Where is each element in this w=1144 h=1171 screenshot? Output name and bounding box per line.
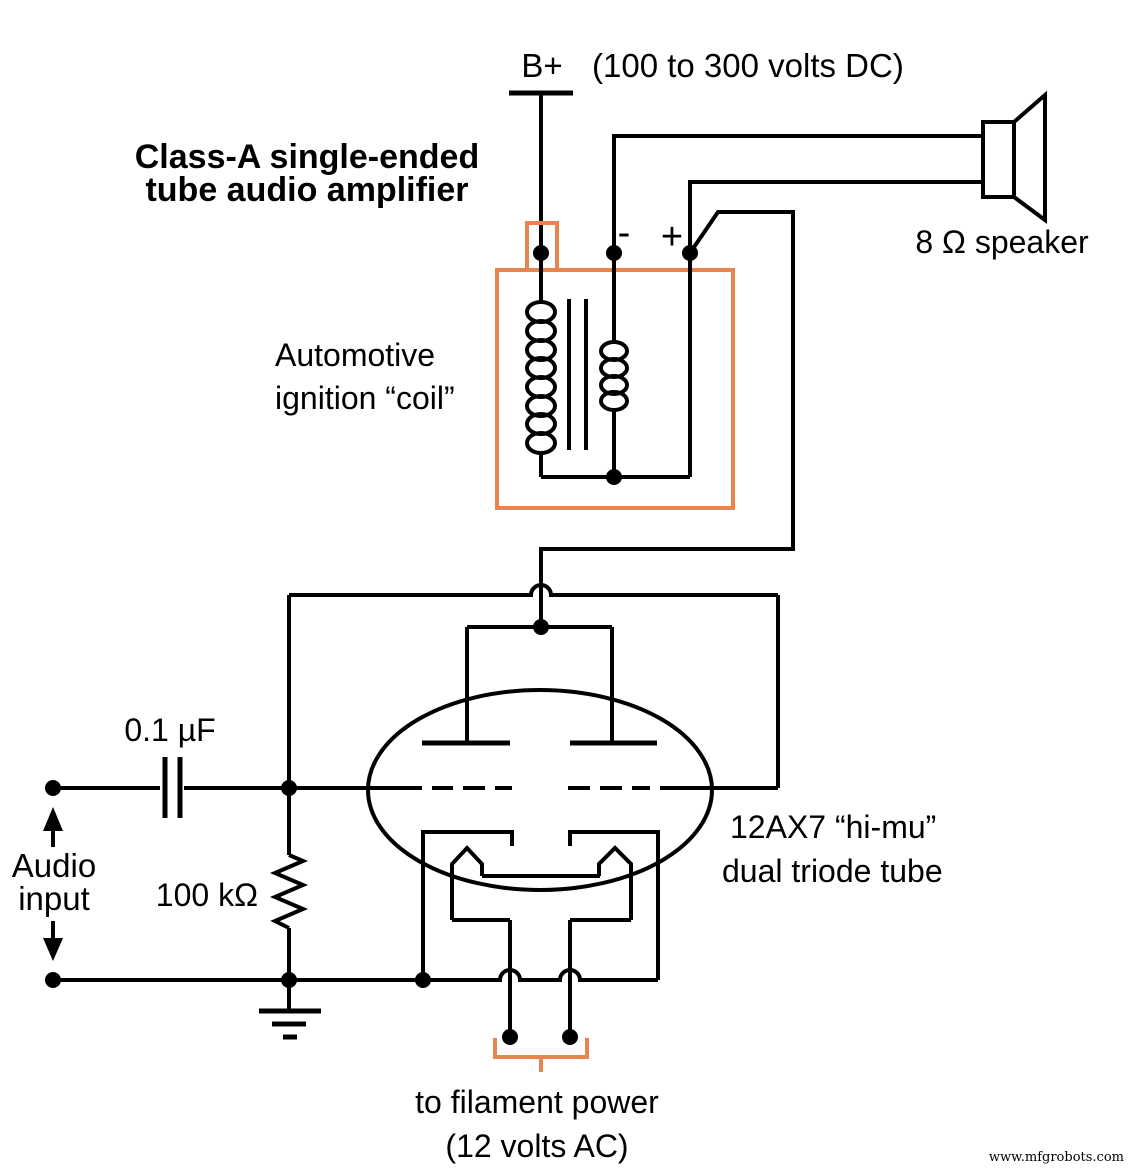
watermark-text: www.mfgrobots.com <box>989 1150 1124 1165</box>
resistor-value: 100 kΩ <box>156 877 258 913</box>
output-wiring <box>539 134 983 627</box>
arrow-up-icon <box>43 807 63 831</box>
coil-label-line1: Automotive <box>275 337 435 373</box>
tube-filament <box>450 845 633 1037</box>
audio-input-label-line2: input <box>18 880 90 917</box>
vacuum-tube-symbol <box>366 625 778 1072</box>
speaker-label: 8 Ω speaker <box>915 224 1089 260</box>
filament-note-line1: to filament power <box>415 1084 659 1120</box>
resistor-symbol <box>269 788 309 980</box>
filament-bracket <box>493 1038 589 1072</box>
capacitor-value: 0.1 µF <box>124 712 215 748</box>
coil-core <box>567 299 588 450</box>
ignition-coil <box>495 221 735 510</box>
junction-dots <box>45 245 698 1045</box>
ground-rail <box>53 968 658 982</box>
feedback-wiring <box>287 583 780 788</box>
tube-label-line1: 12AX7 “hi-mu” <box>730 809 936 845</box>
diagram-title-line1: Class-A single-ended <box>135 138 479 176</box>
filament-note-line2: (12 volts AC) <box>445 1128 628 1164</box>
input-network <box>43 757 658 1040</box>
coil-housing-notch <box>525 221 559 270</box>
speaker-icon <box>981 90 1047 224</box>
coil-secondary-winding <box>599 253 629 477</box>
diagram-title-line2: tube audio amplifier <box>145 171 468 209</box>
coil-plus-label: + <box>661 216 683 258</box>
capacitor-symbol <box>162 757 183 818</box>
coil-primary-winding <box>525 253 557 477</box>
coil-minus-label: - <box>618 212 631 254</box>
audio-input-arrows <box>43 807 63 961</box>
b-plus-label: B+ <box>521 47 562 84</box>
audio-input-label-line1: Audio <box>12 847 96 884</box>
tube-cathodes <box>421 830 660 980</box>
supply-voltage-note: (100 to 300 volts DC) <box>592 47 904 84</box>
coil-label-line2: ignition “coil” <box>275 380 455 416</box>
tube-label-line2: dual triode tube <box>722 853 943 889</box>
b-plus-terminal <box>509 90 573 253</box>
arrow-down-icon <box>43 938 63 961</box>
tube-plates <box>422 625 657 746</box>
